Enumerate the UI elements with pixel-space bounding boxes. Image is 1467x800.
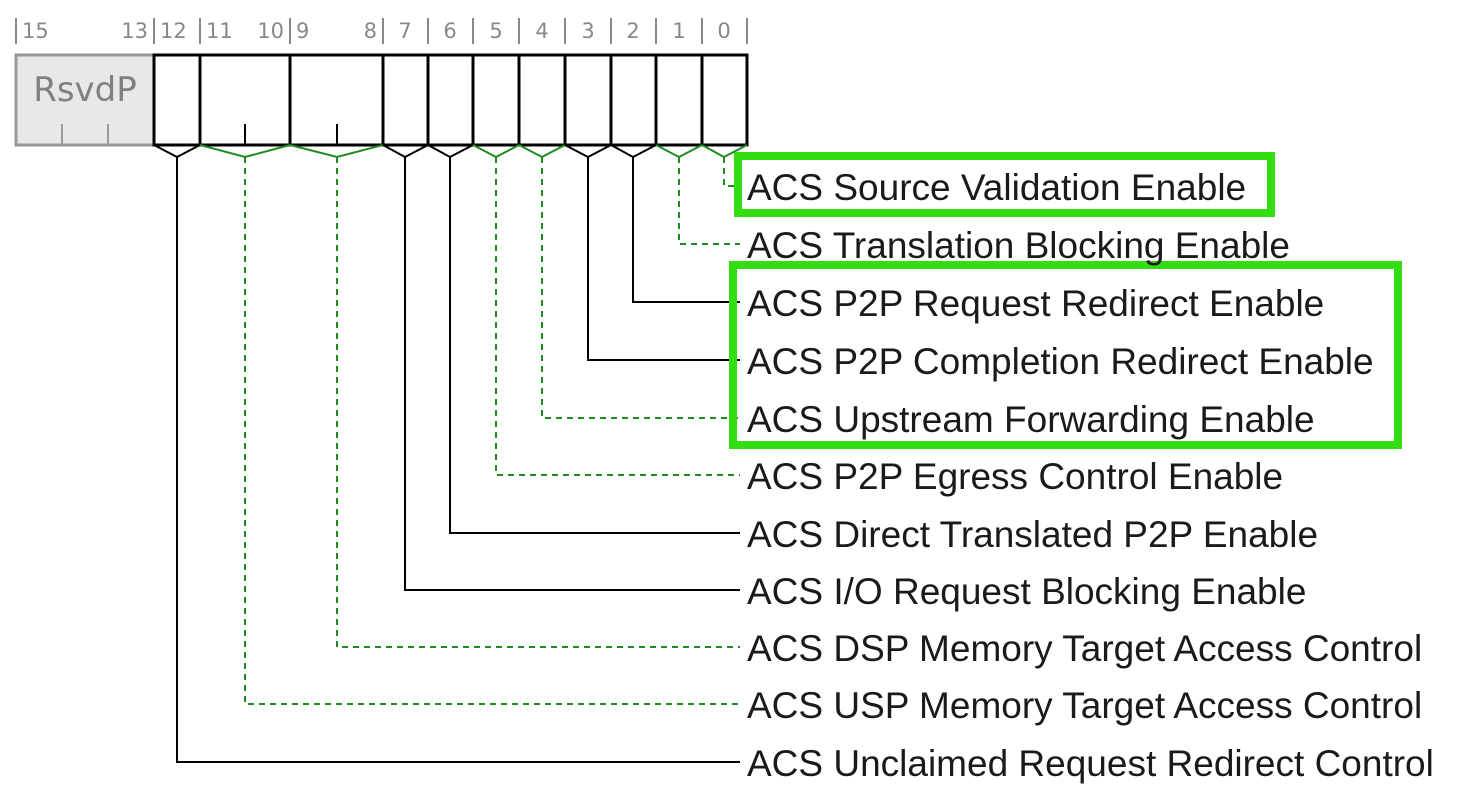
- bit-number-12: 12: [160, 19, 187, 43]
- highlight-box-redirect-group: [729, 261, 1402, 449]
- register-fields: [152, 53, 749, 147]
- leader-bit6: [449, 157, 740, 534]
- bit-number-6: 6: [443, 19, 456, 43]
- chevron-bit12: [153, 144, 201, 159]
- field-label-bit8: ACS DSP Memory Target Access Control: [747, 628, 1422, 669]
- leader-lines: [176, 157, 740, 763]
- bit-number-9: 9: [296, 19, 309, 43]
- bit-number-1: 1: [672, 19, 685, 43]
- bit-number-2: 2: [626, 19, 639, 43]
- highlight-boxes: [729, 152, 1402, 449]
- leader-bit12: [176, 157, 740, 763]
- field-label-bit10: ACS USP Memory Target Access Control: [747, 685, 1422, 726]
- reserved-label: RsvdP: [33, 70, 137, 110]
- field-label-bit12: ACS Unclaimed Request Redirect Control: [747, 743, 1434, 784]
- chevron-bit1: [655, 144, 703, 159]
- leader-bit10: [244, 157, 740, 705]
- chevron-bit2: [610, 144, 657, 159]
- bit-number-4: 4: [535, 19, 548, 43]
- reserved-field: RsvdP: [14, 53, 156, 147]
- chevron-bit7: [382, 144, 429, 159]
- leader-bit1: [678, 157, 740, 245]
- field-label-bit3: ACS P2P Completion Redirect Enable: [747, 341, 1374, 382]
- leader-bit5: [495, 157, 740, 476]
- field-labels: ACS Source Validation Enable ACS Transla…: [747, 167, 1434, 784]
- field-label-bit7: ACS I/O Request Blocking Enable: [747, 571, 1306, 612]
- bit-number-5: 5: [489, 19, 502, 43]
- bit-number-8: 8: [364, 19, 377, 43]
- bit-number-11: 11: [206, 19, 233, 43]
- bit-number-10: 10: [257, 19, 284, 43]
- chevron-bit8: [289, 144, 384, 159]
- chevron-bit10: [199, 144, 291, 159]
- leader-bit4: [541, 157, 740, 419]
- bit-number-0: 0: [717, 19, 730, 43]
- bit-number-13: 13: [121, 19, 148, 43]
- highlight-box-source-validation: [734, 152, 1275, 217]
- leader-bit3: [587, 157, 740, 361]
- bit-number-15: 15: [22, 19, 49, 43]
- chevron-bit3: [564, 144, 612, 159]
- field-chevrons: [153, 144, 748, 159]
- chevron-bit6: [427, 144, 474, 159]
- field-label-bit1: ACS Translation Blocking Enable: [747, 225, 1290, 266]
- field-label-bit6: ACS Direct Translated P2P Enable: [747, 514, 1318, 555]
- leader-bit2: [632, 157, 740, 303]
- chevron-bit4: [518, 144, 566, 159]
- field-label-bit2: ACS P2P Request Redirect Enable: [747, 283, 1324, 324]
- bit-number-3: 3: [581, 19, 594, 43]
- leader-bit7: [404, 157, 740, 591]
- bit-number-header: 15 13 12 11 10 9 8 7 6 5 4 3 2 1 0: [15, 18, 748, 44]
- field-label-bit5: ACS P2P Egress Control Enable: [747, 456, 1283, 497]
- chevron-bit5: [472, 144, 520, 159]
- leader-bit8: [336, 157, 740, 648]
- register-box: [152, 53, 749, 147]
- field-label-bit4: ACS Upstream Forwarding Enable: [747, 399, 1315, 440]
- field-label-bit0: ACS Source Validation Enable: [747, 167, 1246, 208]
- bit-number-7: 7: [398, 19, 411, 43]
